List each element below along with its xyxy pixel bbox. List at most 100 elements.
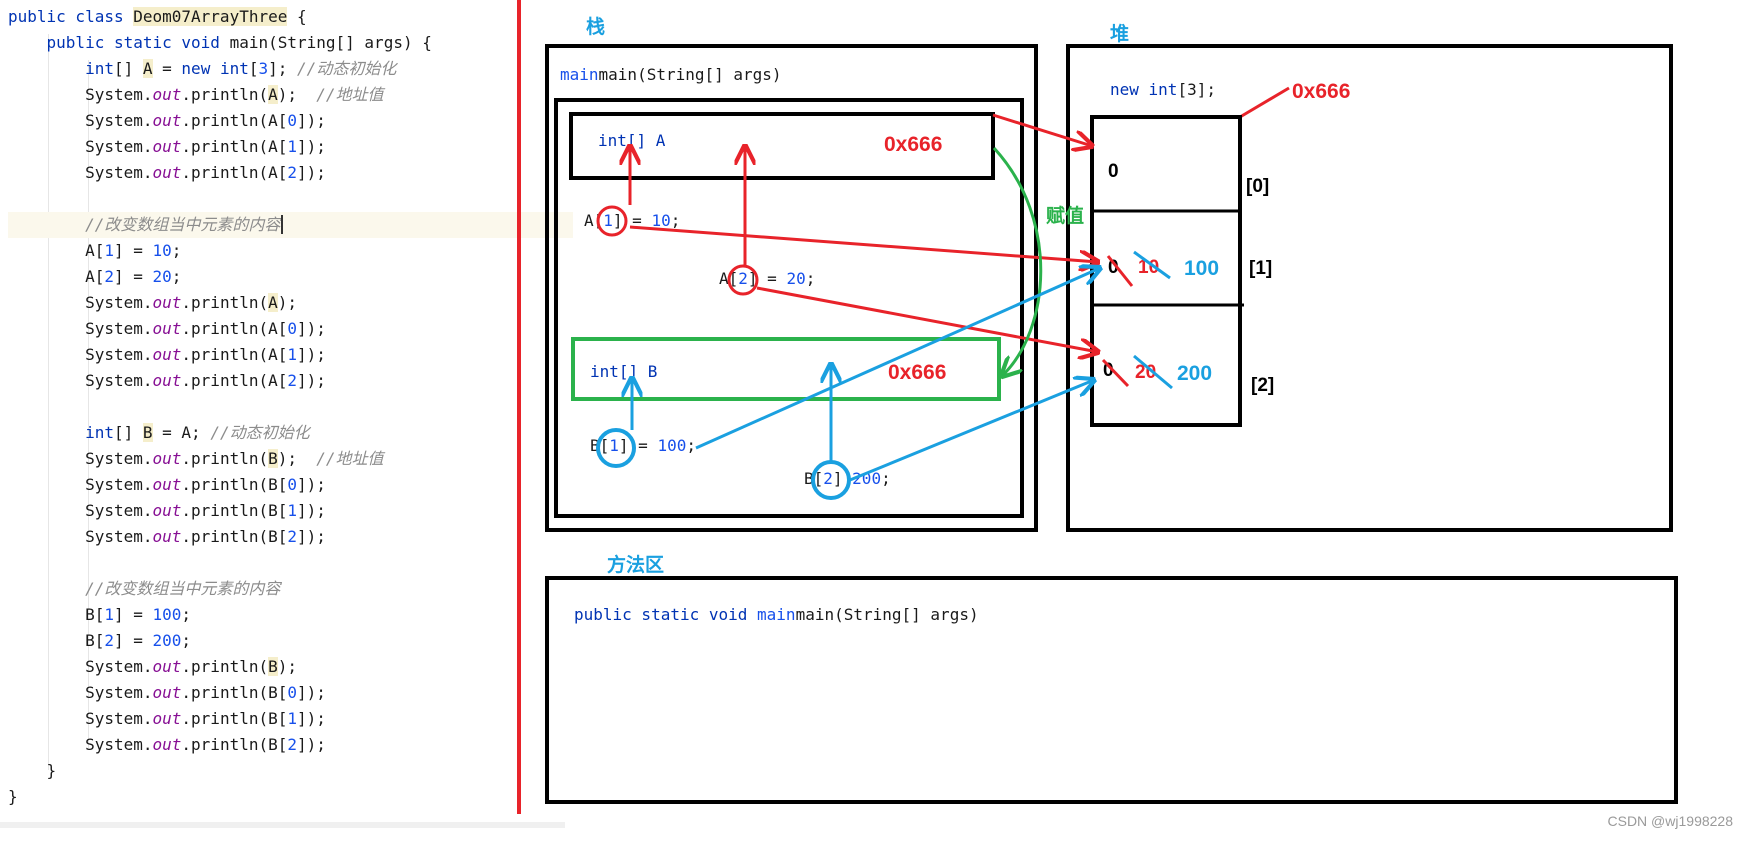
cell-index-1: [1] [1249,258,1272,279]
heap-new-expr: new int[3]; [1110,80,1216,99]
code-line[interactable]: public static void main(String[] args) { [8,30,432,56]
code-token: ); [277,85,317,104]
code-token: ] = [113,631,153,650]
method-area-box [545,576,1678,804]
code-token: out [152,85,182,104]
code-token: System. [8,85,153,104]
method-area-title: 方法区 [607,553,664,576]
code-token: 1 [287,709,298,728]
code-token: System. [8,137,153,156]
code-token: ]); [297,137,326,156]
code-line[interactable]: System.out.println(B[2]); [8,524,326,550]
code-token: ; [181,631,192,650]
code-token: 0 [287,111,298,130]
code-line[interactable]: A[1] = 10; [8,238,181,264]
heap-cell-2: 0 20 200 [2] [1101,354,1274,396]
code-line[interactable]: System.out.println(B[0]); [8,680,326,706]
code-line[interactable]: B[2] = 200; [8,628,191,654]
code-line[interactable]: int[] B = A; //动态初始化 [8,420,310,446]
arrow-b2-to-cell-2 [849,380,1094,482]
strike-cell-2-initial [1101,358,1130,388]
code-token: 2 [287,735,298,754]
code-editor[interactable]: public class Deom07ArrayThree { public s… [0,0,573,841]
code-token: out [152,527,182,546]
code-line[interactable]: System.out.println(A); [8,290,297,316]
code-token: 2 [104,267,114,286]
code-token: B [268,657,278,676]
code-token: out [152,319,182,338]
code-token: main(String[] args) { [229,33,432,52]
code-line[interactable]: System.out.println(B[2]); [8,732,326,758]
code-token: out [152,475,182,494]
code-token: 3 [258,59,269,78]
code-token: A[ [8,267,105,286]
var-a-label: int[] A [598,131,666,150]
code-token: 100 [152,605,182,624]
code-line[interactable]: System.out.println(A); //地址值 [8,82,384,108]
code-token: [] [113,59,143,78]
cell-index-2: [2] [1251,375,1274,396]
code-line[interactable]: A[2] = 20; [8,264,181,290]
code-token: //地址值 [316,449,384,468]
assign-label: 赋值 [1046,204,1084,227]
arrow-a2-to-cell-2 [756,286,1098,352]
code-line[interactable]: //改变数组当中元素的内容 [8,212,573,238]
cell-index-0: [0] [1246,176,1269,197]
code-line[interactable]: //改变数组当中元素的内容 [8,576,280,602]
code-token: .println( [181,657,269,676]
code-line[interactable]: System.out.println(B[0]); [8,472,326,498]
code-token: System. [8,709,153,728]
code-token: out [152,735,182,754]
code-token: int [8,59,114,78]
code-token: System. [8,319,153,338]
main-frame-box [554,98,1024,518]
heap-title: 堆 [1110,22,1129,45]
cell-2-final-value: 200 [1177,362,1212,385]
code-line[interactable]: System.out.println(B); [8,654,297,680]
code-line[interactable]: System.out.println(A[2]); [8,160,326,186]
heap-cell-1: 0 10 100 [1] [1106,250,1272,287]
code-token: out [152,345,182,364]
code-token: new int [181,59,249,78]
code-token: //动态初始化 [210,423,310,442]
code-token: 1 [287,137,298,156]
code-line[interactable]: System.out.println(A[1]); [8,134,326,160]
code-token: out [152,683,182,702]
code-token: { [287,7,307,26]
code-token: ]); [297,319,326,338]
code-token: ] = [113,605,153,624]
var-b-label: int[] B [590,362,657,381]
code-line[interactable]: System.out.println(B[1]); [8,498,326,524]
code-token: public static void [8,33,230,52]
code-token: .println(B[ [181,501,288,520]
code-token: ; [171,267,182,286]
code-line[interactable]: public class Deom07ArrayThree { [8,4,307,30]
code-token: 1 [287,501,298,520]
code-token: 1 [287,345,298,364]
code-line[interactable]: B[1] = 100; [8,602,191,628]
indent-guide [48,34,49,770]
cell-1-final-value: 100 [1184,257,1219,280]
code-line[interactable]: System.out.println(A[1]); [8,342,326,368]
watermark: CSDN @wj1998228 [1607,813,1734,829]
code-token: A[ [8,241,105,260]
code-line[interactable]: System.out.println(B); //地址值 [8,446,384,472]
code-line[interactable]: } [8,758,57,784]
code-token: B [268,449,278,468]
code-token: = A; [152,423,211,442]
code-line[interactable]: System.out.println(A[2]); [8,368,326,394]
code-token: System. [8,449,153,468]
code-line[interactable]: System.out.println(B[1]); [8,706,326,732]
editor-scrollbar[interactable] [0,822,565,828]
code-token: ); [277,293,298,312]
code-line[interactable]: int[] A = new int[3]; //动态初始化 [8,56,396,82]
circle-b1-index [596,428,636,468]
code-token: ; [171,241,182,260]
code-line[interactable]: System.out.println(A[0]); [8,316,326,342]
code-line[interactable]: } [8,784,18,810]
code-token: ); [277,657,298,676]
code-token: .println( [181,293,269,312]
code-line[interactable]: System.out.println(A[0]); [8,108,326,134]
code-token: .println(A[ [181,345,288,364]
